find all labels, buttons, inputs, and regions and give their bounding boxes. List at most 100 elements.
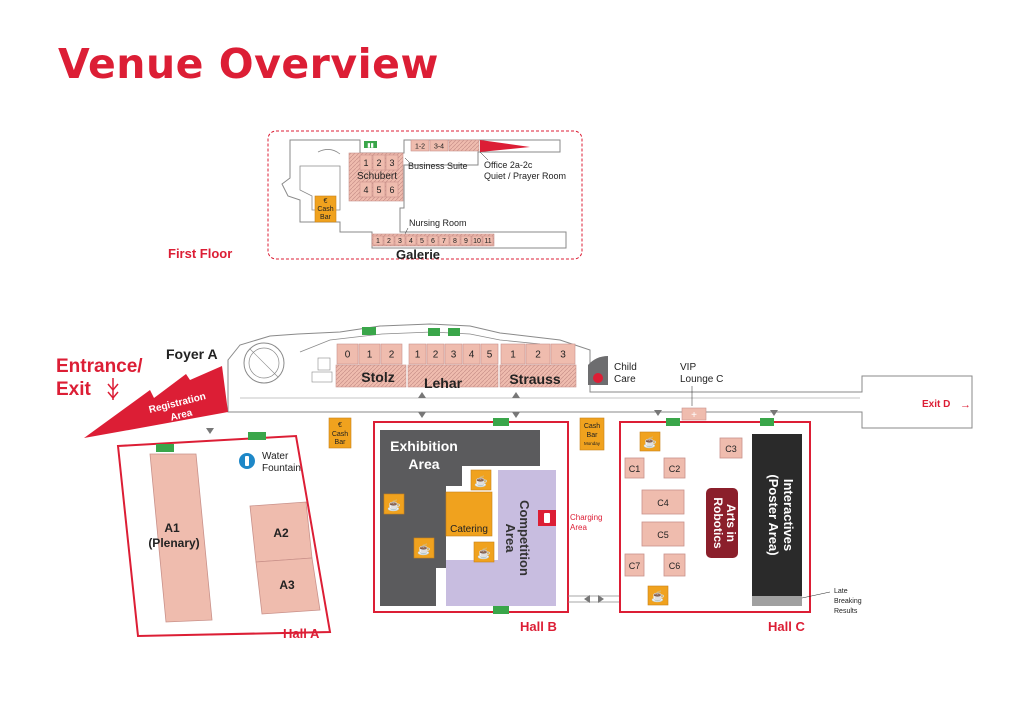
strauss-room[interactable]	[500, 343, 526, 365]
room-c5-label: C5	[657, 530, 669, 540]
vip-label-2: Lounge C	[680, 374, 723, 385]
exit-label: Exit	[56, 379, 92, 400]
galerie-room[interactable]	[438, 235, 450, 246]
galerie-room[interactable]	[394, 235, 406, 246]
first-floor-outline	[281, 139, 567, 249]
page-title: Venue Overview	[58, 40, 439, 88]
schubert-room[interactable]	[372, 154, 386, 171]
catering-area[interactable]	[445, 491, 493, 537]
office-room[interactable]	[448, 139, 480, 152]
hall-connector	[568, 595, 620, 603]
galerie-room[interactable]	[416, 235, 428, 246]
stolz-label: Stolz	[361, 369, 394, 385]
hall-c-label: Hall C	[768, 619, 805, 634]
cash-bar-b[interactable]: Cash Bar Monday	[579, 417, 605, 451]
galerie-room[interactable]	[372, 235, 384, 246]
nursing-room-label: Nursing Room	[409, 218, 467, 228]
euro-icon: €	[338, 422, 342, 429]
charging-icon	[544, 513, 550, 523]
lehar-room-number: 1	[415, 350, 421, 361]
stolz-room[interactable]	[336, 343, 359, 365]
stolz-band	[335, 364, 407, 388]
vip-lounge[interactable]	[681, 407, 707, 421]
arts-label-2: Robotics	[711, 497, 725, 549]
galerie-room[interactable]	[471, 235, 483, 246]
lehar-room[interactable]	[444, 343, 463, 365]
charging-area[interactable]	[538, 510, 556, 526]
late-breaking-label-3: Results	[834, 608, 858, 615]
schubert-rooms: 1 2 3 4 5 6 Schubert	[348, 152, 404, 202]
svg-text:Bar: Bar	[335, 439, 347, 446]
first-floor-plan: 1 2 3 4 5 6 Schubert 1-2 3-4 Business Su…	[168, 130, 583, 262]
strauss-room[interactable]	[550, 343, 576, 365]
schubert-room[interactable]	[385, 181, 399, 198]
stolz-room[interactable]	[358, 343, 381, 365]
business-room-number: 1-2	[415, 144, 425, 151]
room-c6[interactable]	[663, 553, 686, 577]
exhibition-area[interactable]	[380, 430, 540, 606]
business-room[interactable]	[410, 139, 430, 152]
galerie-room[interactable]	[482, 235, 494, 246]
room-c3[interactable]	[719, 437, 743, 459]
foyer-rotunda	[243, 342, 285, 384]
room-c1[interactable]	[624, 457, 645, 479]
galerie-room-number: 3	[398, 238, 402, 245]
svg-text:☕: ☕	[651, 589, 665, 603]
cash-bar-a[interactable]: € Cash Bar	[328, 417, 352, 449]
svg-text:☕: ☕	[474, 474, 488, 488]
lehar-room[interactable]	[426, 343, 445, 365]
stolz-room-number: 1	[367, 350, 373, 361]
lehar-room[interactable]	[462, 343, 481, 365]
child-care[interactable]	[588, 356, 608, 385]
room-a1[interactable]	[149, 453, 213, 623]
galerie-room-number: 1	[376, 238, 380, 245]
business-suite-label: Business Suite	[408, 161, 468, 171]
schubert-room[interactable]	[359, 154, 373, 171]
hall-c-outline	[619, 421, 811, 613]
galerie-room[interactable]	[405, 235, 417, 246]
restroom-icon	[362, 327, 376, 335]
room-c2[interactable]	[663, 457, 686, 479]
room-a3[interactable]	[255, 557, 321, 615]
water-fountain[interactable]	[239, 453, 255, 469]
svg-text:▮▮: ▮▮	[367, 143, 374, 149]
exhibition-label-2: Area	[408, 456, 439, 472]
schubert-room[interactable]	[372, 181, 386, 198]
arts-in-robotics[interactable]	[706, 488, 738, 558]
hall-a-label: Hall A	[283, 626, 320, 641]
strauss-room[interactable]	[525, 343, 551, 365]
galerie-room[interactable]	[427, 235, 439, 246]
first-floor-cash-bar[interactable]: € Cash Bar	[314, 195, 337, 223]
coffee-icon: ☕	[413, 537, 435, 559]
restroom-icon	[493, 418, 509, 426]
arts-label: Arts in	[724, 504, 738, 542]
lehar-room[interactable]	[408, 343, 427, 365]
hall-b: Exhibition Area Competition Area Caterin…	[373, 418, 602, 634]
registration-area[interactable]	[84, 366, 228, 438]
interactives-area[interactable]	[752, 434, 802, 596]
late-breaking-results[interactable]	[752, 596, 802, 606]
child-care-icon	[593, 373, 603, 383]
door-arrows	[206, 392, 778, 434]
room-c7[interactable]	[624, 553, 645, 577]
lehar-room[interactable]	[480, 343, 499, 365]
foyer-label: Foyer A	[166, 346, 218, 362]
water-fountain-label: Water	[262, 451, 289, 462]
business-room[interactable]	[429, 139, 449, 152]
schubert-room-number: 6	[389, 185, 394, 195]
galerie-room[interactable]	[460, 235, 472, 246]
first-floor-inner	[299, 165, 341, 211]
galerie-room[interactable]	[449, 235, 461, 246]
room-c5[interactable]	[641, 521, 685, 547]
schubert-room[interactable]	[359, 181, 373, 198]
coffee-icon: ☕	[639, 431, 661, 452]
schubert-room[interactable]	[385, 154, 399, 171]
competition-area[interactable]	[446, 470, 556, 606]
galerie-room[interactable]	[383, 235, 395, 246]
hall-b-label: Hall B	[520, 619, 557, 634]
stolz-room[interactable]	[380, 343, 403, 365]
exit-arrow-icon: →	[960, 399, 971, 411]
schubert-room-number: 1	[363, 158, 368, 168]
room-c4[interactable]	[641, 489, 685, 515]
quiet-room-wedge	[480, 140, 530, 152]
